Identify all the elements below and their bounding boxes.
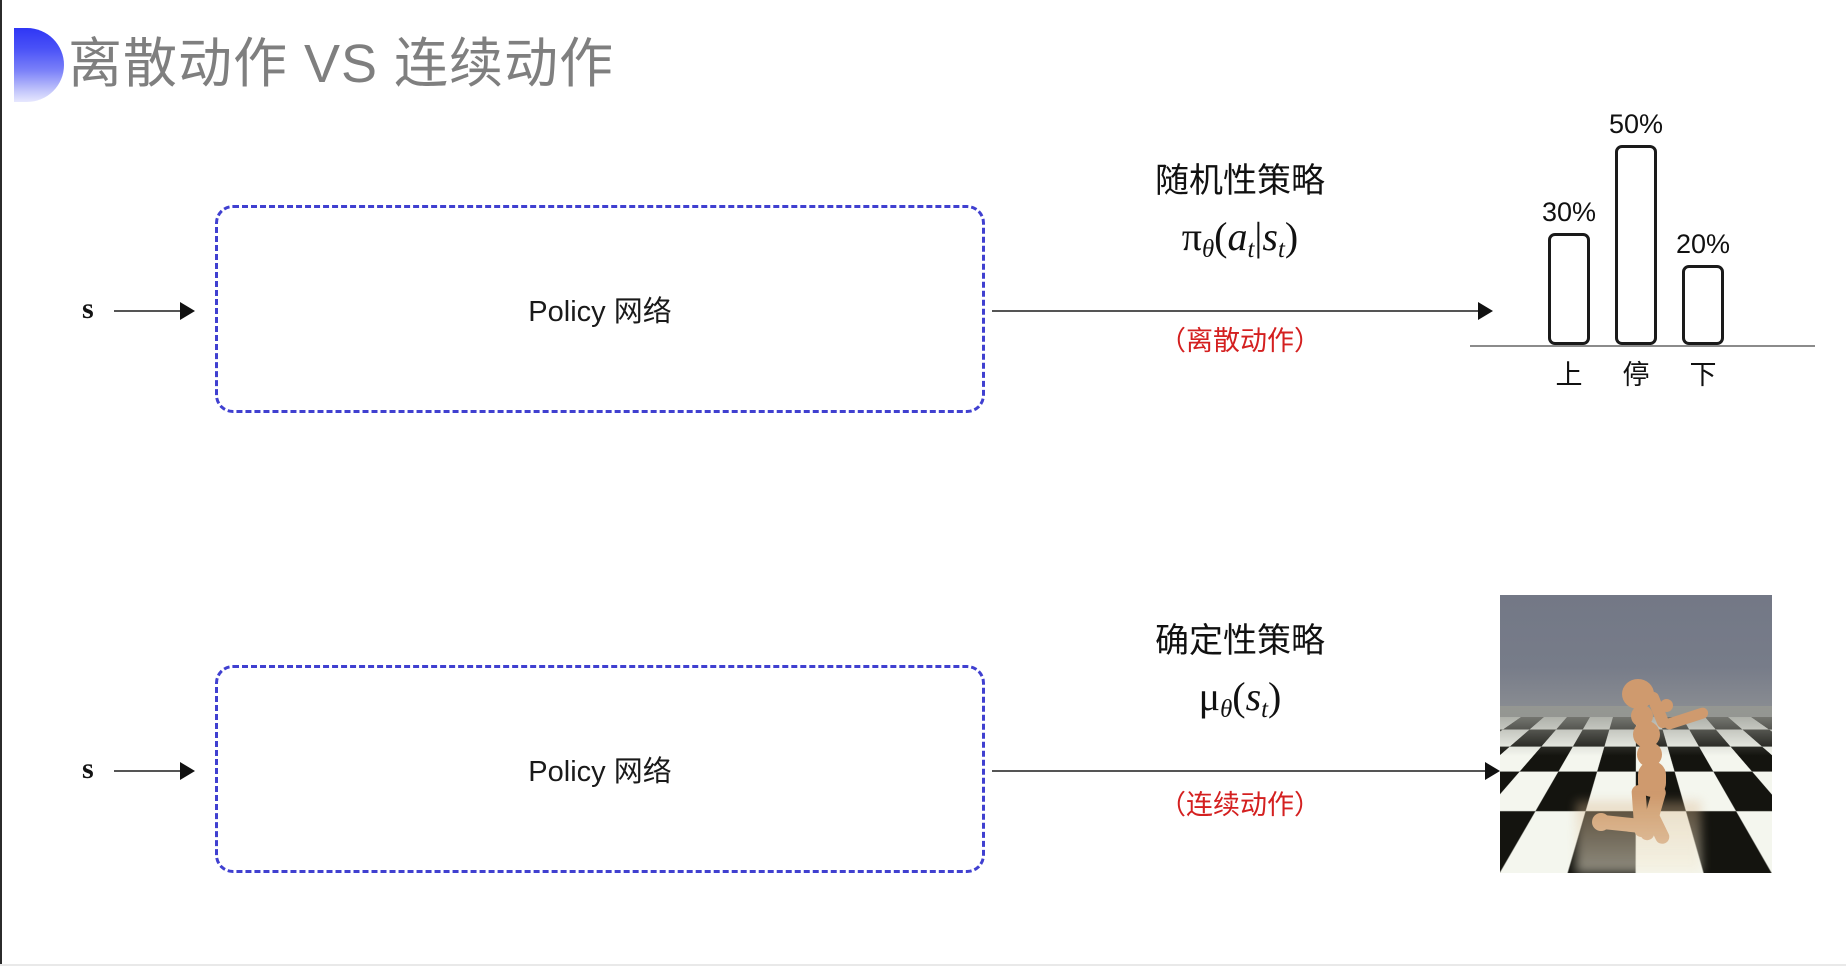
output-arrow-line-continuous (992, 770, 1494, 772)
continuous-action-row: s Policy 网络 确定性策略 μθ(st) （连续动作） (0, 480, 1846, 966)
slide-bottom-edge (0, 964, 1846, 966)
policy-network-label-continuous: Policy 网络 (528, 756, 672, 788)
input-arrow-line-continuous (114, 770, 188, 772)
output-arrow-head-continuous (1485, 762, 1500, 780)
page-title: 离散动作 VS 连续动作 (68, 34, 615, 94)
bar-value-2: 20% (1675, 229, 1731, 259)
discrete-action-note: （离散动作） (1159, 325, 1321, 356)
bar-value-1: 50% (1608, 109, 1664, 139)
bar-rect-1[interactable] (1615, 145, 1657, 345)
stochastic-policy-formula: πθ(at|st) (1181, 214, 1299, 263)
sim-floor-reflection (1576, 800, 1702, 873)
deterministic-policy-title: 确定性策略 (1155, 622, 1325, 660)
policy-network-box-discrete[interactable]: Policy 网络 (215, 205, 985, 413)
bar-value-0: 30% (1541, 197, 1597, 227)
continuous-action-note: （连续动作） (1159, 789, 1321, 820)
slide-left-edge (0, 0, 2, 966)
bar-category-2: 下 (1689, 360, 1717, 390)
output-arrow-head-discrete (1478, 302, 1493, 320)
chart-baseline-axis (1470, 345, 1815, 347)
stochastic-policy-caption: 随机性策略 πθ(at|st) （离散动作） (1075, 158, 1405, 361)
output-arrow-line-discrete (992, 310, 1487, 312)
bar-rect-2[interactable] (1682, 265, 1724, 345)
input-arrow-head-continuous (180, 762, 195, 780)
bar-category-1: 停 (1622, 360, 1650, 390)
bar-rect-0[interactable] (1548, 233, 1590, 345)
deterministic-policy-caption: 确定性策略 μθ(st) （连续动作） (1075, 618, 1405, 825)
policy-network-box-continuous[interactable]: Policy 网络 (215, 665, 985, 873)
state-label-discrete: s (82, 292, 94, 325)
stochastic-policy-title: 随机性策略 (1155, 162, 1325, 200)
action-probability-bar-chart: 30% 上 50% 停 20% 下 (1470, 100, 1815, 400)
discrete-action-row: s Policy 网络 随机性策略 πθ(at|st) （离散动作） 30% 上… (82, 100, 1815, 413)
policy-network-label-discrete: Policy 网络 (528, 296, 672, 328)
humanoid-hand-left (1660, 699, 1673, 712)
bar-category-0: 上 (1555, 360, 1583, 390)
input-arrow-line-discrete (114, 310, 188, 312)
mujoco-humanoid-image (1500, 595, 1772, 873)
deterministic-policy-formula: μθ(st) (1198, 674, 1282, 723)
state-label-continuous: s (82, 752, 94, 785)
input-arrow-head-discrete (180, 302, 195, 320)
